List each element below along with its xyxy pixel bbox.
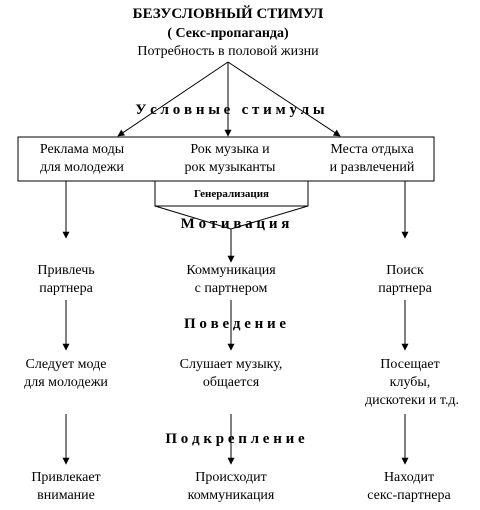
motive-communication-line1: Коммуникация (186, 263, 276, 278)
level-motivation: М о т и в а ц и я (180, 216, 290, 232)
outcome-attention-line1: Привлекает (31, 470, 101, 485)
outcome-communication-line1: Происходит (195, 470, 267, 485)
behavior-listen-line2: общается (202, 375, 260, 390)
motive-search-line2: партнера (378, 281, 432, 296)
stimulus-music-line1: Рок музыка и (190, 142, 270, 157)
arrow-need-to-leisure (227, 61, 341, 137)
behavior-follow-line2: для молодежи (24, 375, 108, 390)
stimulus-leisure-line2: и развлечений (329, 160, 415, 175)
behavior-visit-line2: клубы, (389, 375, 431, 390)
stimulus-fashion-line1: Реклама моды (39, 142, 125, 157)
header-subtitle: ( Секс-пропаганда) (167, 26, 289, 41)
stimulus-fashion-line2: для молодежи (40, 160, 124, 175)
motive-attract-line2: партнера (39, 281, 93, 296)
motive-attract-line1: Привлечь (37, 263, 95, 278)
outcome-communication-line2: коммуникация (187, 488, 275, 503)
level-reinforcement: П о д к р е п л е н и е (165, 431, 305, 447)
outcome-attention-line2: внимание (37, 488, 95, 503)
motive-search-line1: Поиск (386, 263, 424, 278)
behavior-listen-line1: Слушает музыку, (179, 357, 283, 372)
arrow-need-to-fashion (117, 61, 229, 137)
stimuli-box (17, 136, 435, 182)
header-need: Потребность в половой жизни (137, 44, 319, 59)
level-conditioned-stimuli: У с л о в н ы е с т и м у л ы (135, 102, 325, 118)
outcome-partner-line1: Находит (383, 470, 435, 485)
outcome-partner-line2: секс-партнера (367, 488, 451, 503)
behavior-visit-line1: Посещает (380, 357, 440, 372)
motive-communication-line2: с партнером (194, 281, 268, 296)
level-behavior: П о в е д е н и е (183, 316, 287, 332)
behavior-follow-line1: Следует моде (25, 357, 107, 372)
header-title: БЕЗУСЛОВНЫЙ СТИМУЛ (132, 6, 324, 22)
behavior-visit-line3: дискотеки и т.д. (364, 393, 460, 408)
generalization-label: Генерализация (193, 188, 270, 200)
stimulus-leisure-line1: Места отдыха (330, 142, 414, 157)
stimulus-music-line2: рок музыканты (184, 160, 276, 175)
